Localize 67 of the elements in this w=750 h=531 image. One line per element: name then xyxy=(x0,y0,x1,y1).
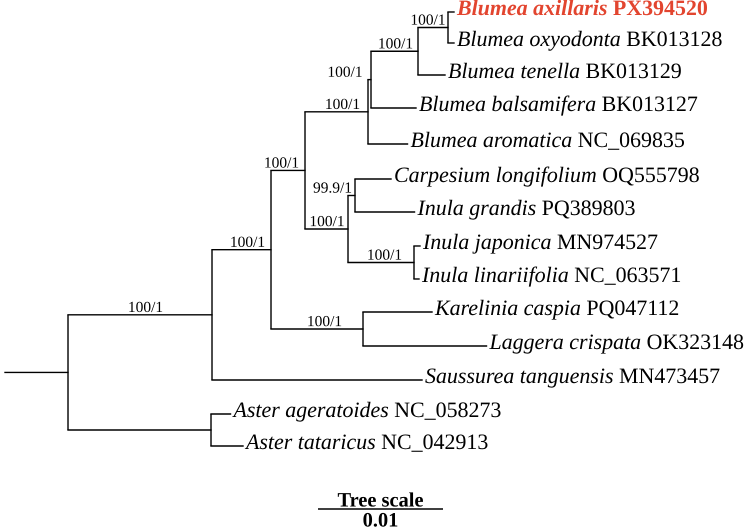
support-value: 99.9/1 xyxy=(314,182,352,193)
branch-line xyxy=(447,42,455,44)
junction-line xyxy=(417,26,419,76)
branch-line xyxy=(413,245,421,247)
junction-line xyxy=(304,111,306,230)
branch-line xyxy=(370,50,419,52)
branch-line xyxy=(210,445,244,447)
branch-line xyxy=(210,413,232,415)
junction-line xyxy=(210,413,212,447)
branch-line xyxy=(417,26,449,28)
taxon-label: Blumea oxyodonta BK013128 xyxy=(457,30,722,51)
taxon-label: Aster ageratoides NC_058273 xyxy=(232,402,501,422)
branch-line xyxy=(354,178,392,180)
support-value: 100/1 xyxy=(412,14,445,25)
junction-line xyxy=(211,249,213,381)
branch-line xyxy=(447,11,455,13)
support-value: 100/1 xyxy=(129,302,162,312)
taxon-label: Inula linariifolia NC_063571 xyxy=(422,266,680,287)
taxon-label: Inula grandis PQ389803 xyxy=(417,200,635,220)
taxon-label: Aster tataricus NC_042913 xyxy=(244,434,488,452)
branch-line xyxy=(370,107,417,109)
branch-line xyxy=(347,194,356,196)
taxon-label: Carpesium longifolium OQ555798 xyxy=(395,166,699,187)
taxon-label: Blumea balsamifera BK013127 xyxy=(419,96,698,116)
branch-line xyxy=(4,372,69,374)
branch-line xyxy=(362,345,488,347)
junction-line xyxy=(347,194,349,264)
support-value: 100/1 xyxy=(326,98,360,110)
junction-line xyxy=(413,245,415,280)
branch-line xyxy=(362,311,433,313)
branch-line xyxy=(347,262,415,264)
taxon-label: Blumea aromatica NC_069835 xyxy=(410,132,684,150)
taxon-label: Laggera crispata OK323148 xyxy=(489,334,744,354)
support-value: 100/1 xyxy=(379,38,412,49)
support-value: 100/1 xyxy=(368,249,402,260)
junction-line xyxy=(367,78,369,145)
branch-line xyxy=(354,211,416,213)
junction-line xyxy=(447,11,449,44)
taxon-label: Blumea axillaris PX394520 xyxy=(456,0,708,16)
branch-line xyxy=(304,228,349,230)
support-value: 100/1 xyxy=(231,236,264,247)
scale-label: Tree scale xyxy=(338,492,423,507)
junction-line xyxy=(354,178,356,213)
junction-line xyxy=(362,311,364,347)
branch-line xyxy=(270,170,306,172)
taxon-label: Inula japonica MN974527 xyxy=(422,234,658,254)
taxon-label: Saussurea tanguensis MN473457 xyxy=(425,368,720,388)
taxon-label: Blumea tenella BK013129 xyxy=(448,62,681,78)
branch-line xyxy=(413,278,420,280)
branch-line xyxy=(367,143,408,145)
junction-line xyxy=(270,170,272,330)
branch-line xyxy=(211,379,423,381)
branch-line xyxy=(211,249,272,250)
taxon-label: Karelinia caspia PQ047112 xyxy=(434,300,678,320)
branch-line xyxy=(417,74,446,76)
branch-line xyxy=(67,429,212,431)
scale-value: 0.01 xyxy=(363,512,398,527)
branch-line xyxy=(270,328,364,330)
junction-line xyxy=(370,50,372,109)
junction-line xyxy=(67,314,69,431)
branch-line xyxy=(304,111,369,112)
branch-line xyxy=(367,78,372,80)
support-value: 100/1 xyxy=(328,66,362,77)
support-value: 100/1 xyxy=(308,316,342,326)
support-value: 100/1 xyxy=(265,157,298,168)
branch-line xyxy=(67,314,213,316)
support-value: 100/1 xyxy=(310,216,344,226)
